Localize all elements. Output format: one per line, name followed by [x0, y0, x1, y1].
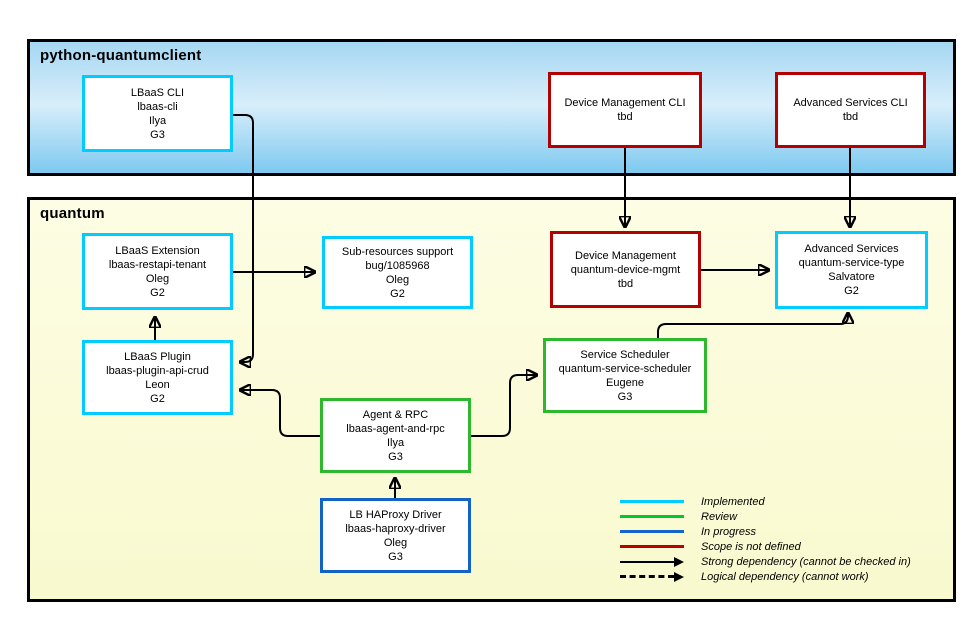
- node-line: G2: [150, 392, 165, 405]
- node-line: G3: [388, 550, 403, 563]
- legend-item-logical-dependency: Logical dependency (cannot work): [620, 569, 911, 584]
- container-title-quantum: quantum: [40, 205, 105, 222]
- arrow-agent-rpc-to-lbaas-plugin: [240, 390, 320, 437]
- node-line: G3: [150, 128, 165, 141]
- node-line: Oleg: [145, 272, 170, 285]
- node-line: LBaaS Plugin: [124, 350, 191, 363]
- node-line: lbaas-agent-and-rpc: [346, 422, 445, 435]
- node-line: lbaas-haproxy-driver: [345, 522, 446, 535]
- legend-line-implemented: [620, 500, 684, 503]
- node-line: Advanced Services: [804, 243, 899, 255]
- node-line: Device Management CLI: [564, 97, 686, 109]
- node-lbaas-cli: LBaaS CLI lbaas-cli Ilya G3: [82, 75, 233, 152]
- node-lbaas-plugin: LBaaS Plugin lbaas-plugin-api-crud Leon …: [82, 340, 233, 415]
- node-line: lbaas-plugin-api-crud: [106, 364, 209, 377]
- node-lbaas-extension: LBaaS Extension lbaas-restapi-tenant Ole…: [82, 233, 233, 310]
- node-line: quantum-device-mgmt: [570, 263, 681, 276]
- legend-item-strong-dependency: Strong dependency (cannot be checked in): [620, 554, 911, 569]
- node-device-management-cli: Device Management CLI tbd: [548, 72, 702, 148]
- node-line: G3: [617, 390, 633, 403]
- legend-line-in-progress: [620, 530, 684, 533]
- node-line: Salvatore: [828, 271, 875, 283]
- node-line: LBaaS CLI: [130, 86, 185, 99]
- node-line: quantum-service-type: [798, 257, 905, 269]
- node-line: quantum-service-scheduler: [558, 362, 692, 375]
- node-line: Ilya: [148, 114, 167, 127]
- legend-label: Scope is not defined: [701, 540, 801, 553]
- legend-item-review: Review: [620, 509, 911, 524]
- arrow-service-scheduler-to-adv-services: [657, 313, 848, 338]
- legend-item-implemented: Implemented: [620, 494, 911, 509]
- node-line: Oleg: [385, 273, 410, 286]
- node-line: Ilya: [386, 436, 405, 449]
- legend-line-scope-not-defined: [620, 545, 684, 548]
- node-line: LBaaS Extension: [115, 244, 200, 257]
- legend-label: In progress: [701, 525, 757, 538]
- legend: Implemented Review In progress Scope is …: [620, 494, 911, 584]
- node-sub-resources-support: Sub-resources support bug/1085968 Oleg G…: [322, 236, 473, 309]
- node-line: Service Scheduler: [580, 348, 670, 361]
- node-line: LB HAProxy Driver: [349, 508, 442, 521]
- legend-label: Logical dependency (cannot work): [701, 570, 869, 583]
- legend-label: Implemented: [701, 495, 765, 508]
- node-line: Sub-resources support: [341, 245, 454, 258]
- node-line: Oleg: [383, 536, 408, 549]
- node-line: lbaas-restapi-tenant: [108, 258, 207, 271]
- node-line: Agent & RPC: [362, 408, 429, 421]
- node-agent-rpc: Agent & RPC lbaas-agent-and-rpc Ilya G3: [320, 398, 471, 473]
- node-line: tbd: [617, 277, 634, 290]
- node-line: Eugene: [606, 376, 644, 389]
- legend-line-review: [620, 515, 684, 518]
- arrow-agent-rpc-to-service-scheduler: [471, 375, 537, 437]
- node-line: tbd: [617, 111, 633, 123]
- node-service-scheduler: Service Scheduler quantum-service-schedu…: [543, 338, 707, 413]
- node-line: G3: [388, 450, 403, 463]
- node-lb-haproxy-driver: LB HAProxy Driver lbaas-haproxy-driver O…: [320, 498, 471, 573]
- node-line: G2: [390, 287, 405, 300]
- node-advanced-services-cli: Advanced Services CLI tbd: [775, 72, 926, 148]
- node-advanced-services: Advanced Services quantum-service-type S…: [775, 231, 928, 309]
- legend-item-scope-not-defined: Scope is not defined: [620, 539, 911, 554]
- legend-label: Strong dependency (cannot be checked in): [701, 555, 911, 568]
- node-line: bug/1085968: [365, 259, 430, 272]
- arrow-lbaas-cli-to-lbaas-plugin: [233, 114, 254, 362]
- node-line: lbaas-cli: [137, 100, 178, 113]
- legend-solid-arrow-icon: [620, 556, 684, 567]
- legend-dashed-arrow-icon: [620, 571, 684, 582]
- node-line: G2: [844, 285, 859, 297]
- node-line: Advanced Services CLI: [793, 97, 908, 109]
- container-title-python-quantumclient: python-quantumclient: [40, 47, 202, 64]
- legend-label: Review: [701, 510, 738, 523]
- node-line: Device Management: [575, 249, 676, 262]
- node-device-management: Device Management quantum-device-mgmt tb…: [550, 231, 701, 308]
- node-line: Leon: [145, 378, 170, 391]
- legend-item-in-progress: In progress: [620, 524, 911, 539]
- node-line: G2: [150, 286, 165, 299]
- node-line: tbd: [842, 111, 859, 123]
